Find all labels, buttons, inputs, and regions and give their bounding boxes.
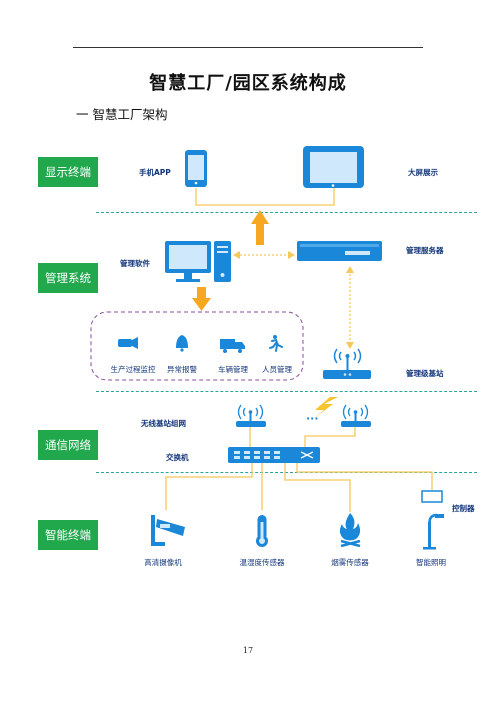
header-rule (73, 47, 423, 48)
base-station-icon (323, 348, 371, 379)
controller-label: 控制器 (452, 504, 475, 513)
smartphone-icon (185, 150, 207, 187)
network-switch-icon (228, 447, 320, 463)
separator-2 (96, 391, 477, 392)
page-title: 智慧工厂/园区系统构成 (149, 73, 347, 94)
page-number: 17 (242, 646, 254, 655)
terminal-label: 温湿度传感器 (239, 558, 285, 567)
smoke-fire-icon (339, 513, 361, 548)
thermometer-icon (256, 515, 268, 547)
terminal-label: 智能照明 (416, 558, 446, 567)
server-label: 管理服务器 (406, 246, 444, 255)
alarm-bell-icon (176, 335, 188, 352)
separator-3 (96, 472, 477, 473)
layer-management: 管理系统 (38, 263, 98, 293)
section-heading: 一 智慧工厂架构 (76, 107, 168, 122)
camera-monitor-icon (118, 337, 138, 349)
sync-arrow-icon (233, 251, 295, 259)
function-label: 车辆管理 (218, 365, 248, 374)
lightning-icon (312, 397, 338, 420)
up-arrow-icon (251, 210, 269, 245)
smart-lighting-icon (423, 513, 444, 550)
function-label: 生产过程监控 (110, 365, 156, 374)
wireless-station-right-icon (341, 404, 371, 427)
switch-label: 交换机 (166, 453, 189, 462)
layer-terminal: 智能终端 (38, 520, 98, 550)
wireless-label: 无线基站组网 (141, 419, 186, 428)
software-label: 管理软件 (120, 259, 150, 268)
base-station-label: 管理级基站 (406, 369, 444, 378)
ellipsis-label: ··· (306, 412, 319, 425)
wireless-station-left-icon (236, 404, 266, 427)
phone-label: 手机APP (139, 168, 171, 177)
server-icon (297, 241, 382, 261)
hd-camera-icon (151, 515, 185, 546)
screen-label: 大屏展示 (408, 168, 438, 177)
layer-display: 显示终端 (38, 157, 98, 187)
tablet-icon (303, 146, 364, 188)
separator-1 (96, 212, 477, 213)
layer-network: 通信网络 (38, 430, 98, 460)
terminal-label: 高清摄像机 (144, 558, 182, 567)
truck-icon (220, 339, 245, 353)
terminal-label: 烟雾传感器 (331, 558, 369, 567)
running-person-icon (269, 335, 283, 352)
function-label: 人员管理 (262, 365, 292, 374)
controller-icon (421, 490, 443, 503)
desktop-computer-icon (165, 241, 231, 282)
vertical-link-arrow (346, 266, 354, 349)
function-label: 异常报警 (167, 365, 197, 374)
down-arrow-icon (192, 287, 211, 311)
